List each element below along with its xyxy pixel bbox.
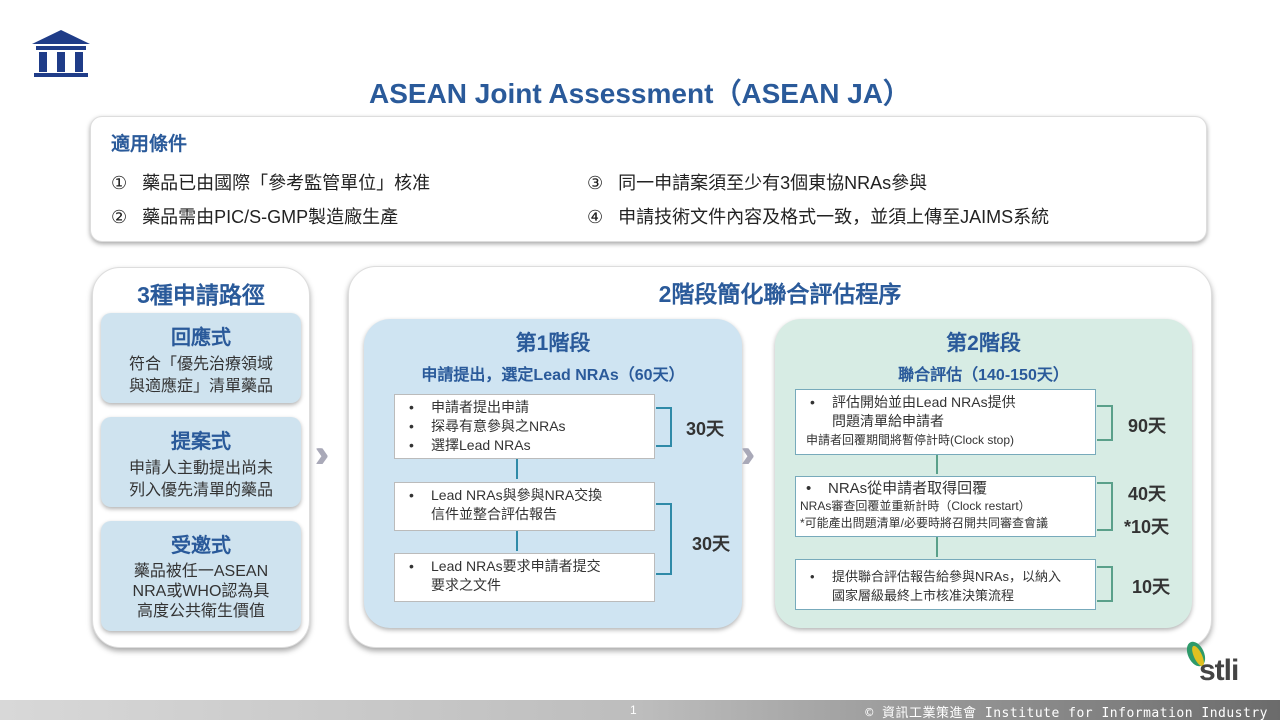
pathway-desc: NRA或WHO認為具 <box>132 583 270 600</box>
page-number: 1 <box>630 703 637 717</box>
page-title: ASEAN Joint Assessment（ASEAN JA） <box>369 78 911 109</box>
pathway-desc: 申請人主動提出尚未 <box>128 460 273 477</box>
step-item-cont: 問題清單給申請者 <box>832 413 944 429</box>
step-item: Lead NRAs與參與NRA交換 <box>403 486 646 505</box>
process-title: 2階段簡化聯合評估程序 <box>658 281 902 307</box>
bracket <box>1097 566 1113 602</box>
pathway-card-proposal: 提案式 申請人主動提出尚未列入優先清單的藥品 <box>101 417 301 507</box>
stage1-step1-box: 申請者提出申請 探尋有意參與之NRAs 選擇Lead NRAs <box>394 394 655 459</box>
pathway-desc: 高度公共衛生價值 <box>136 603 265 620</box>
stage2-title: 第2階段 <box>946 332 1021 355</box>
conditions-heading: 適用條件 <box>111 134 188 155</box>
stage1-title: 第1階段 <box>515 332 591 355</box>
stli-logo-icon: stli <box>1183 640 1258 690</box>
copyright-text: © 資訊工業策進會 Institute for Information Indu… <box>865 706 1268 721</box>
stage1-days-1: 30天 <box>686 419 725 439</box>
stage1-subtitle: 申請提出，選定Lead NRAs（60天） <box>421 367 685 384</box>
bracket <box>1097 405 1113 441</box>
item-text: 申請技術文件內容及格式一致，並須上傳至JAIMS系統 <box>618 207 1050 227</box>
pathway-name: 受邀式 <box>171 535 231 557</box>
logo-text: stli <box>1199 654 1239 687</box>
stage2-days-1: 90天 <box>1128 416 1167 436</box>
item-number: ④ <box>587 207 604 227</box>
condition-item: ③ 同一申請案須至少有3個東協NRAs參與 <box>587 169 927 195</box>
pathway-desc: 列入優先清單的藥品 <box>128 482 273 499</box>
step-item: Lead NRAs要求申請者提交 <box>403 557 646 576</box>
pathway-name: 回應式 <box>171 327 231 349</box>
arrow-down-icon <box>936 537 938 557</box>
condition-item: ④ 申請技術文件內容及格式一致，並須上傳至JAIMS系統 <box>587 203 1049 229</box>
bracket <box>1097 482 1113 531</box>
item-text: 同一申請案須至少有3個東協NRAs參與 <box>618 173 928 193</box>
pathway-card-responsive: 回應式 符合「優先治療領域與適應症」清單藥品 <box>101 313 301 403</box>
arrow-down-icon <box>516 531 518 551</box>
stage2-days-3: *10天 <box>1124 517 1170 537</box>
step-note: NRAs審查回覆並重新計時（Clock restart） <box>800 499 1031 513</box>
bracket <box>656 407 672 447</box>
footer-bar: 1 © 資訊工業策進會 Institute for Information In… <box>0 700 1280 721</box>
step-note: *可能產出問題清單/必要時將召開共同審查會議 <box>800 516 1049 530</box>
step-item: 提供聯合評估報告給參與NRAs，以納入 <box>804 567 1087 586</box>
step-item: 評估開始並由Lead NRAs提供 <box>804 393 1087 412</box>
step-item: 選擇Lead NRAs <box>403 436 646 455</box>
bracket <box>656 503 672 575</box>
condition-item: ① 藥品已由國際「參考監管單位」核准 <box>111 169 430 195</box>
arrow-down-icon <box>516 459 518 479</box>
item-text: 藥品需由PIC/S-GMP製造廠生產 <box>142 207 399 227</box>
item-number: ③ <box>587 173 604 193</box>
stage2-step2-box: NRAs從申請者取得回覆 NRAs審查回覆並重新計時（Clock restart… <box>795 476 1096 537</box>
step-item: NRAs從申請者取得回覆 <box>800 479 1091 498</box>
pathways-title: 3種申請路徑 <box>137 282 265 308</box>
pathway-desc: 與適應症」清單藥品 <box>128 378 273 395</box>
stage2-days-2: 40天 <box>1128 484 1167 504</box>
step-item-cont: 要求之文件 <box>431 577 501 593</box>
pathway-card-invited: 受邀式 藥品被任一ASEAN NRA或WHO認為具高度公共衛生價值 <box>101 521 301 631</box>
arrow-down-icon <box>936 455 938 474</box>
institution-logo-icon <box>30 28 92 78</box>
item-number: ① <box>111 173 128 193</box>
step-item: 探尋有意參與之NRAs <box>403 417 646 436</box>
step-item-cont: 信件並整合評估報告 <box>431 506 557 522</box>
condition-item: ② 藥品需由PIC/S-GMP製造廠生產 <box>111 203 398 229</box>
pathway-name: 提案式 <box>171 431 231 453</box>
item-number: ② <box>111 207 128 227</box>
stage2-subtitle: 聯合評估（140-150天） <box>898 367 1069 384</box>
stage2-days-4: 10天 <box>1132 577 1171 597</box>
step-item: 申請者提出申請 <box>403 398 646 417</box>
pathway-desc: 符合「優先治療領域 <box>128 356 273 373</box>
step-item-cont: 國家層級最終上市核准決策流程 <box>832 588 1015 603</box>
step-note: 申請者回覆期間將暫停計時(Clock stop) <box>806 433 1015 447</box>
pathway-desc: 藥品被任一ASEAN <box>133 563 269 580</box>
stage1-days-2: 30天 <box>692 534 731 554</box>
item-text: 藥品已由國際「參考監管單位」核准 <box>142 173 431 193</box>
conditions-box: 適用條件 ① 藥品已由國際「參考監管單位」核准 ② 藥品需由PIC/S-GMP製… <box>90 116 1207 242</box>
